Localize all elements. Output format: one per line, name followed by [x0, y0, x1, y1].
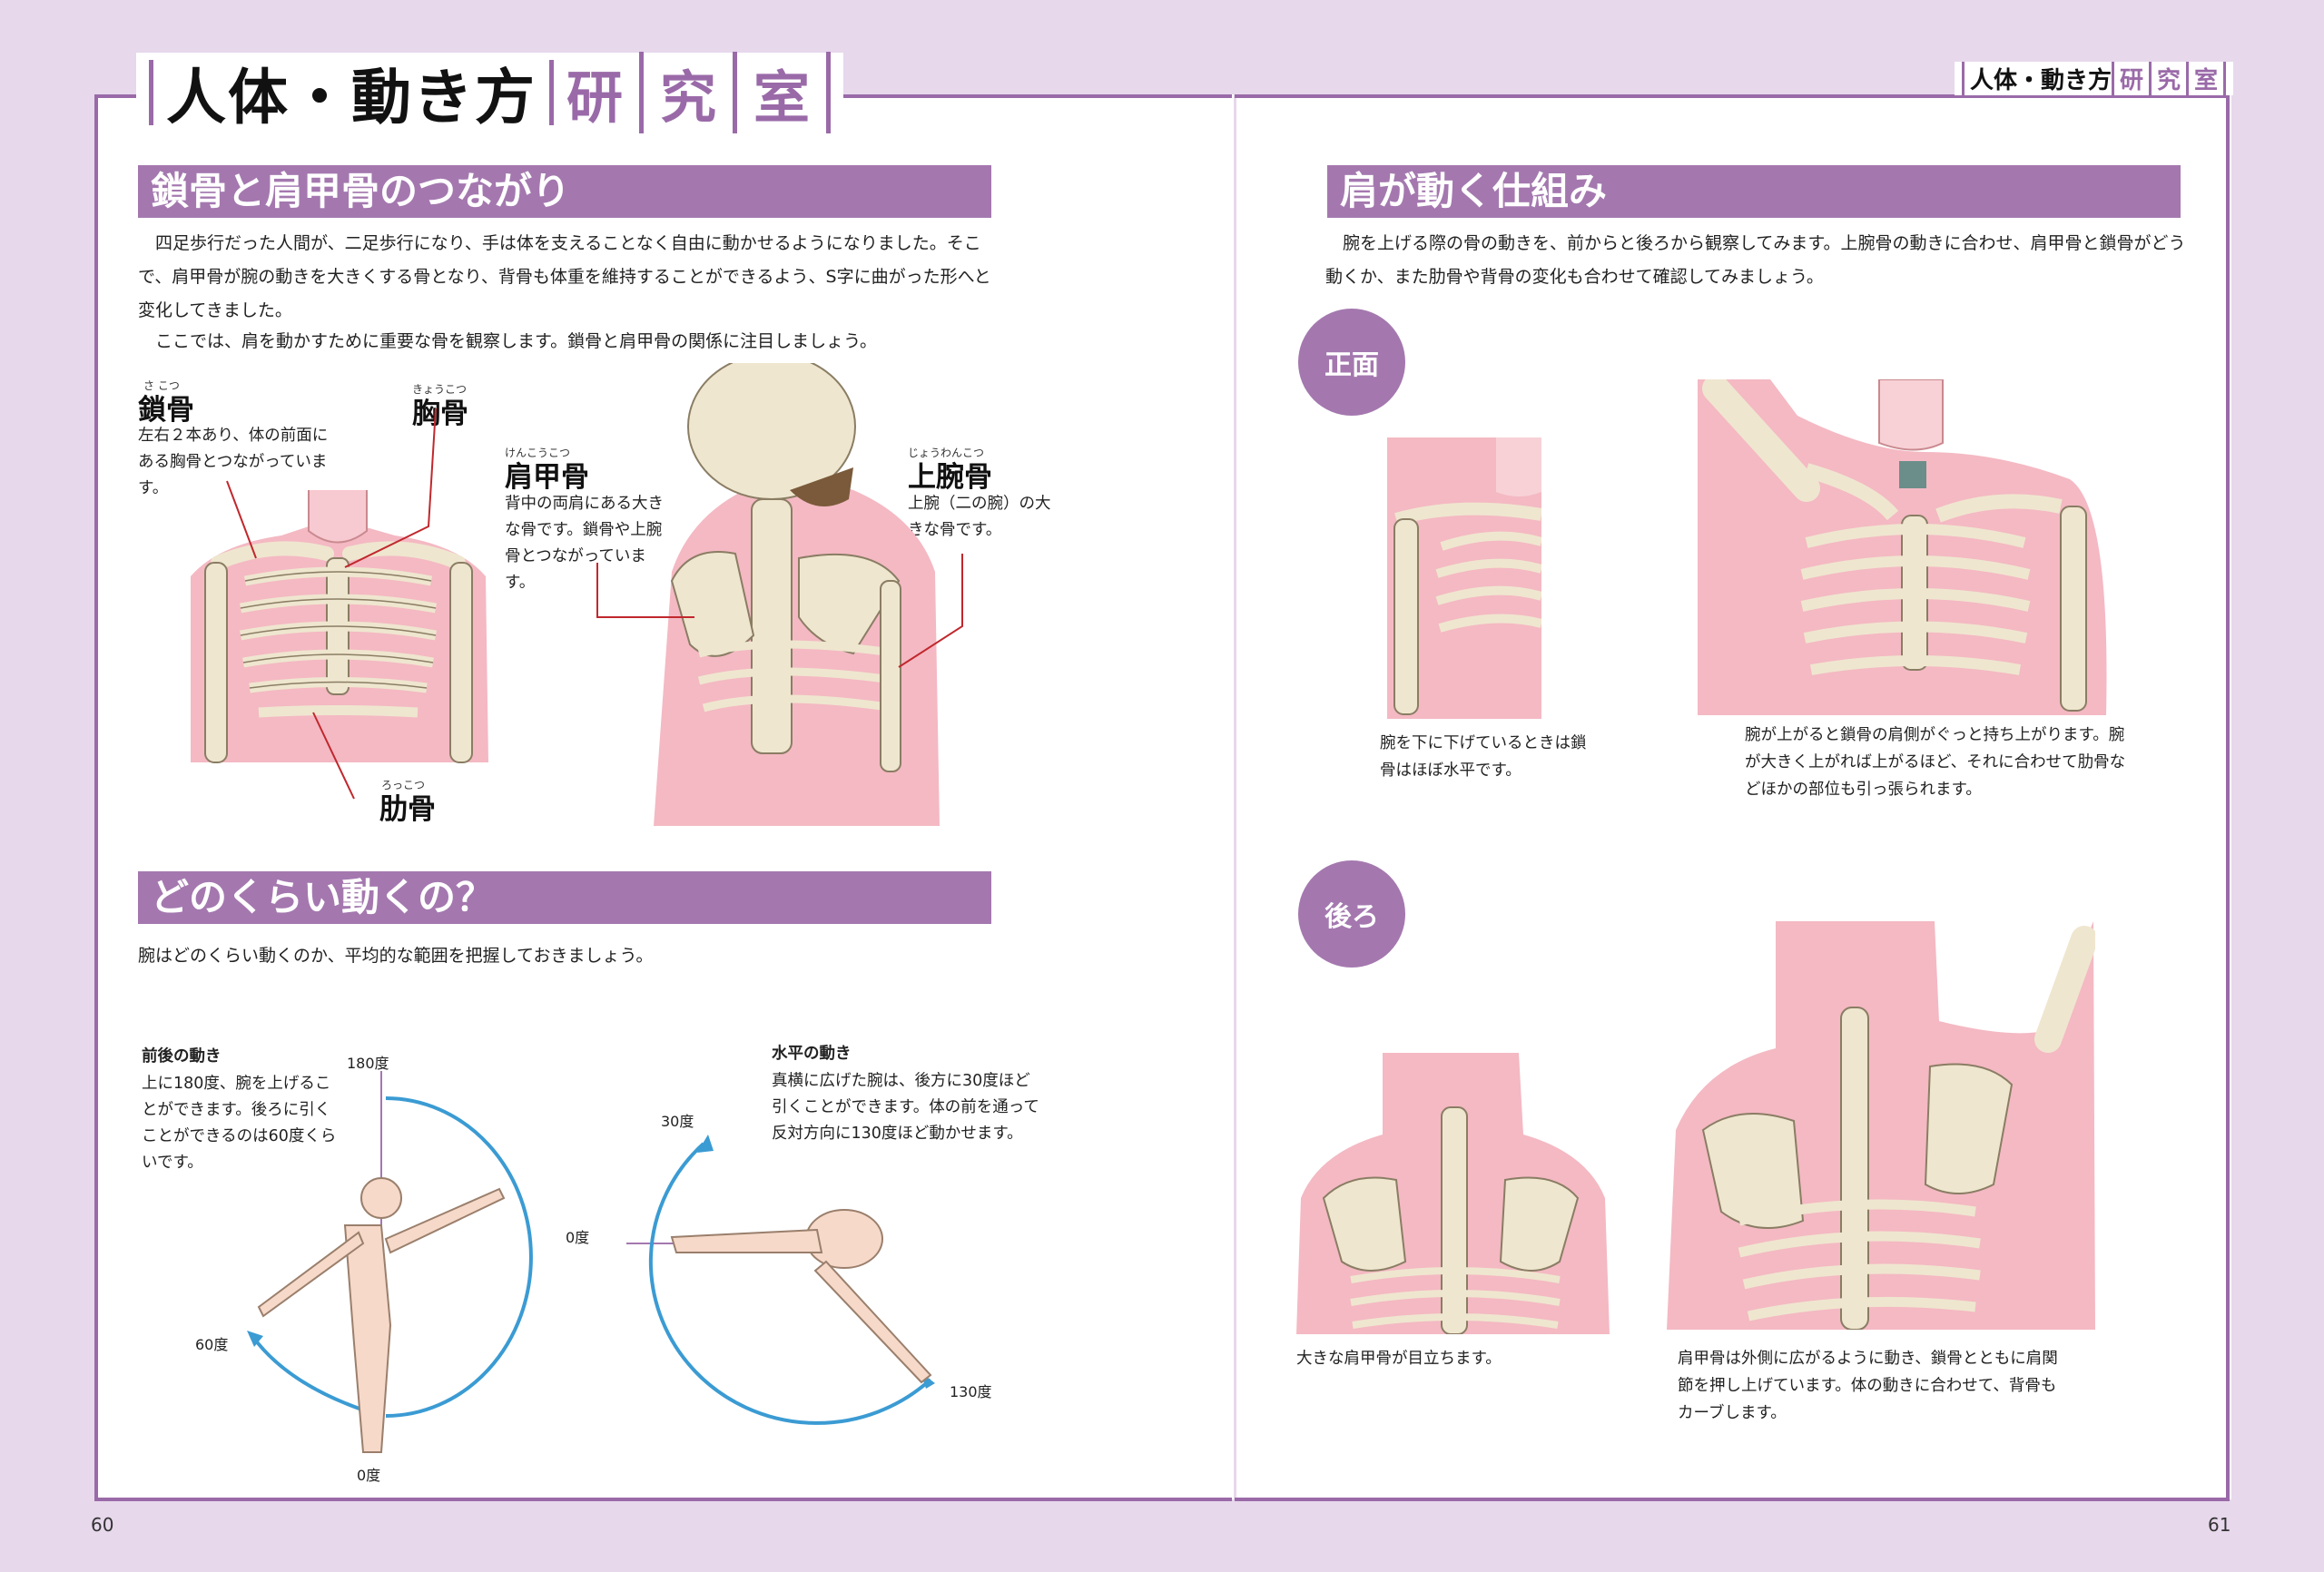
ruby-kenkokotsu: けんこうこつ	[505, 447, 571, 459]
running-header-char: 究	[2148, 62, 2186, 95]
desc-humerus: 上腕（二の腕）の大きな骨です。	[908, 495, 1051, 539]
front-arm-up-illustration	[1698, 379, 2107, 715]
back-skeleton-illustration	[654, 363, 940, 826]
section-heading-range: どのくらい動くの？	[138, 871, 991, 924]
running-header: 人体・動き方 研 究 室	[1954, 62, 2233, 95]
deg-0-horizontal: 0度	[566, 1229, 590, 1246]
deg-180: 180度	[347, 1055, 389, 1072]
label-ribs: 肋骨	[379, 793, 436, 826]
label-clavicle: 鎖骨	[138, 394, 194, 427]
label-humerus: 上腕骨	[908, 461, 992, 494]
section-paragraph: 腕を上げる際の骨の動きを、前からと後ろから観察してみます。上腕骨の動きに合わせ、…	[1325, 233, 2186, 287]
back-arm-down-illustration	[1296, 1053, 1610, 1334]
horizontal-desc: 真横に広げた腕は、後方に30度ほど引くことができます。体の前を通って反対方向に1…	[772, 1072, 1039, 1143]
title-main: 人体・動き方	[166, 63, 537, 133]
back-arm-up-illustration	[1667, 921, 2095, 1330]
back-view-badge: 後ろ	[1298, 860, 1405, 968]
title-char: 究	[644, 52, 738, 133]
front-back-desc: 上に180度、腕を上げることができます。後ろに引くことができるのは60度くらいで…	[142, 1075, 337, 1172]
desc-scapula: 背中の両肩にある大きな骨です。鎖骨や上腕骨とつながっています。	[505, 495, 664, 592]
title-char: 研	[566, 52, 645, 133]
title-bar	[149, 60, 153, 125]
running-header-char: 研	[2111, 62, 2149, 95]
section-paragraph: ここでは、肩を動かすために重要な骨を観察します。鎖骨と肩甲骨の関係に注目しましょ…	[155, 331, 877, 351]
front-view-badge: 正面	[1298, 309, 1405, 416]
front-skeleton-illustration	[191, 490, 488, 763]
section-heading-shoulder: 肩が動く仕組み	[1327, 165, 2181, 218]
section-heading-clavicle: 鎖骨と肩甲骨のつながり	[138, 165, 991, 218]
section-paragraph: 腕はどのくらい動くのか、平均的な範囲を把握しておきましょう。	[138, 946, 654, 966]
ruby-rokkotsu: ろっこつ	[381, 779, 426, 791]
label-scapula: 肩甲骨	[505, 461, 589, 494]
leader-lines-front	[226, 408, 437, 800]
deg-60: 60度	[195, 1336, 229, 1353]
ruby-sakotsu: さ こつ	[143, 379, 180, 392]
title-char: 室	[737, 52, 832, 133]
desc-clavicle: 左右２本あり、体の前面にある胸骨とつながっています。	[138, 427, 329, 497]
front-arm-down-illustration	[1387, 437, 1541, 719]
label-sternum: 胸骨	[412, 398, 468, 430]
leader-lines-back	[596, 554, 963, 668]
section-paragraph: 四足歩行だった人間が、二足歩行になり、手は体を支えることなく自由に動かせるように…	[138, 233, 991, 320]
caption-back-up: 肩甲骨は外側に広がるように動き、鎖骨とともに肩関節を押し上げています。体の動きに…	[1678, 1350, 2058, 1422]
page-number-right: 61	[2208, 1514, 2231, 1536]
running-header-main: 人体・動き方	[1961, 62, 2112, 95]
caption-front-up: 腕が上がると鎖骨の肩側がぐっと持ち上がります。腕が大きく上がれば上がるほど、それ…	[1745, 726, 2126, 799]
running-header-char: 室	[2185, 62, 2226, 95]
ruby-jowankotsu: じょうわんこつ	[908, 447, 985, 459]
caption-back-down: 大きな肩甲骨が目立ちます。	[1296, 1350, 1502, 1368]
deg-0-front: 0度	[357, 1467, 381, 1484]
right-page-frame	[1235, 94, 2230, 1501]
deg-130: 130度	[950, 1383, 992, 1400]
front-back-range-diagram	[247, 1071, 533, 1453]
horizontal-range-diagram	[626, 1135, 935, 1425]
ruby-kyokotsu: きょうこつ	[412, 383, 468, 396]
front-back-title: 前後の動き	[142, 1047, 222, 1066]
deg-30: 30度	[661, 1113, 694, 1130]
title-separator	[549, 60, 554, 125]
page-number-left: 60	[91, 1514, 114, 1536]
caption-front-down: 腕を下に下げているときは鎖骨はほぼ水平です。	[1380, 734, 1587, 780]
page-title: 人体・動き方 研 究 室	[136, 52, 844, 133]
horizontal-title: 水平の動き	[772, 1045, 852, 1063]
